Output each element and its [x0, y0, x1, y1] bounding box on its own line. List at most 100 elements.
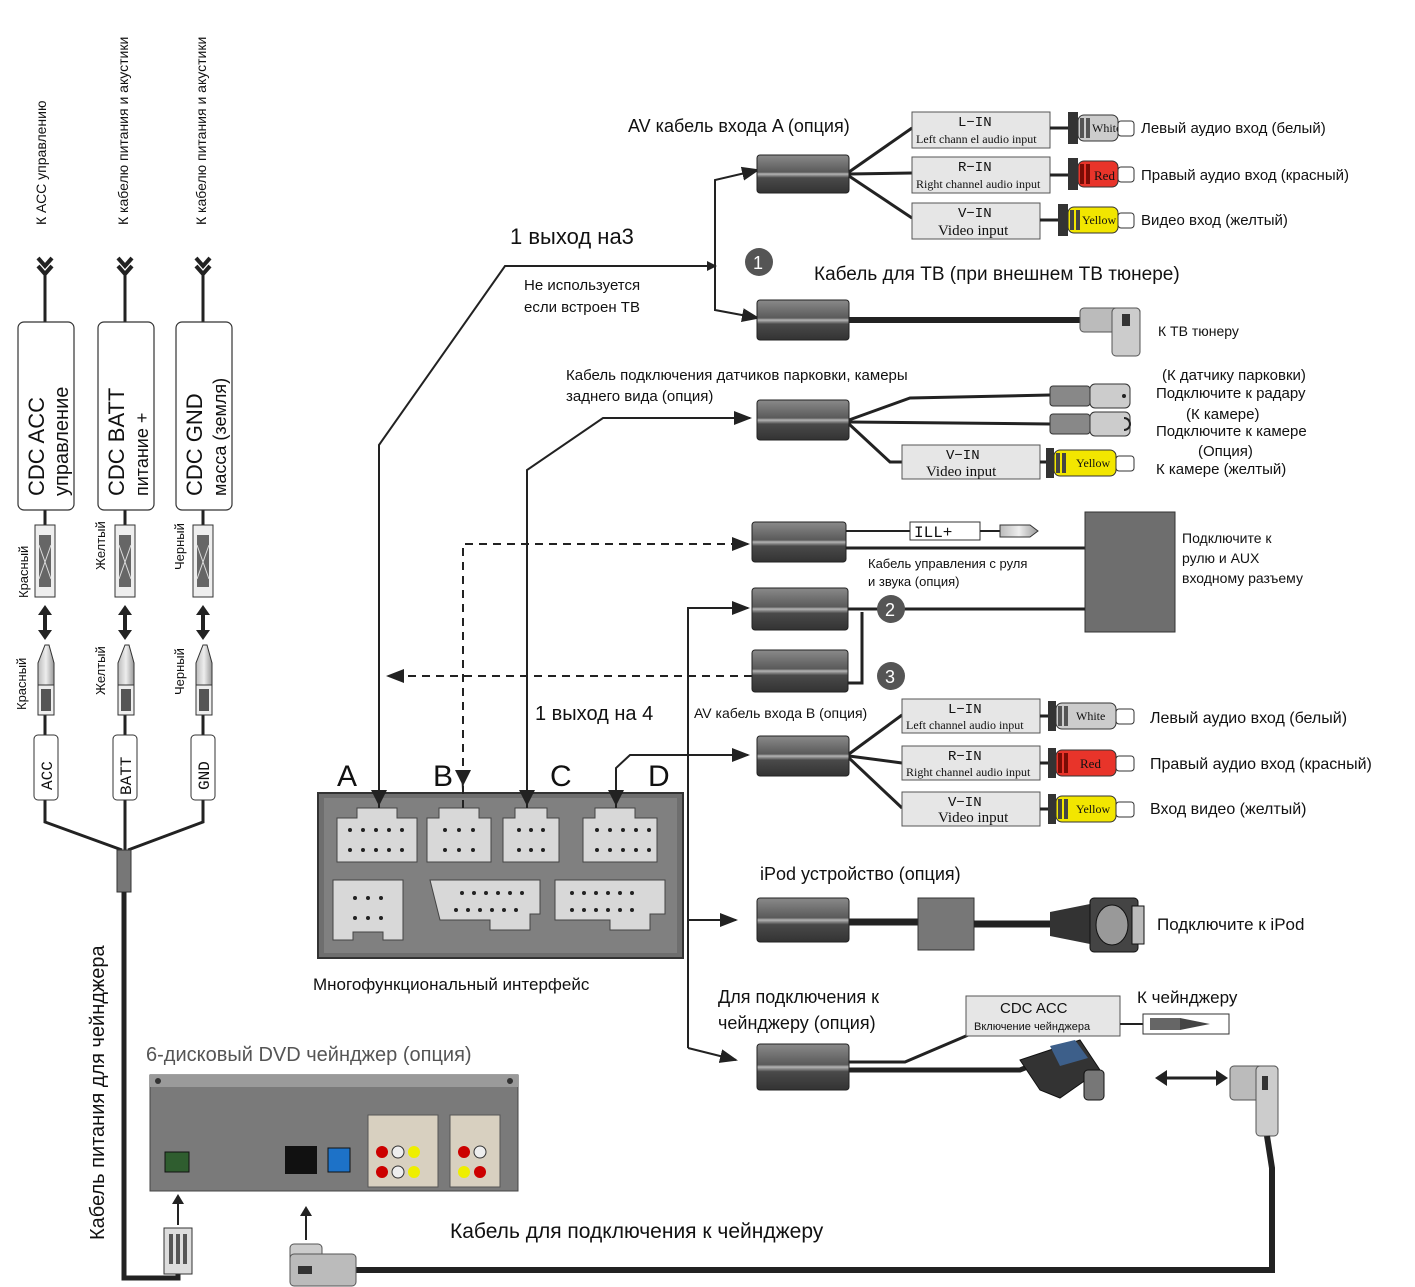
changer-section: Для подключения к чейнджеру (опция) CDC …: [146, 987, 1279, 1287]
svg-text:управление: управление: [51, 387, 73, 496]
gnd-color-lower: Черный: [172, 648, 187, 695]
av-a-desc-v: Видео вход (желтый): [1141, 212, 1288, 229]
svg-text:V−IN: V−IN: [946, 448, 980, 464]
rca-plug-yellow: Yellow: [1048, 794, 1135, 824]
svg-text:рулю и AUX: рулю и AUX: [1182, 550, 1260, 566]
tv-target: К ТВ тюнеру: [1158, 323, 1239, 339]
ilink-port: [285, 1146, 317, 1174]
power-cable-label: Кабель питания для чейнджера: [87, 944, 109, 1240]
arrow-down-icon: [519, 790, 535, 806]
cdc-batt-box: CDC BATT питание +: [97, 321, 155, 511]
port-label-c: C: [550, 760, 572, 793]
svg-text:Yellow: Yellow: [1082, 213, 1116, 227]
bottom-cable-label: Кабель для подключения к чейнджеру: [450, 1220, 824, 1243]
dvd-title: 6-дисковый DVD чейнджер (опция): [146, 1044, 472, 1066]
svg-text:Yellow: Yellow: [1076, 456, 1110, 470]
ipod-cable: iPod устройство (опция) Подключите к iPo…: [756, 864, 1304, 953]
batt-tag: BATT: [112, 734, 138, 801]
socket-e: [332, 879, 404, 941]
split1-note1: Не используется: [524, 277, 640, 294]
svg-text:Left chann el audio input: Left chann el audio input: [916, 132, 1037, 146]
svg-text:Video input: Video input: [938, 223, 1009, 239]
svg-text:White: White: [1076, 709, 1105, 723]
split1-title: 1 выход на3: [510, 224, 634, 249]
svg-text:Кабель управления с руля: Кабель управления с руля: [868, 556, 1027, 571]
svg-text:1: 1: [753, 253, 763, 273]
route-split4: [687, 601, 750, 1048]
svg-text:CDC BATT: CDC BATT: [104, 388, 129, 496]
svg-text:Red: Red: [1080, 756, 1101, 771]
acc-top-label: К АСС управлению: [33, 101, 49, 225]
socket-a: [336, 807, 418, 863]
svg-text:Video input: Video input: [926, 464, 997, 480]
double-arrow-icon: [38, 605, 210, 640]
svg-text:GND: GND: [196, 761, 214, 790]
cdc-acc-box: CDC ACC управление: [17, 321, 75, 511]
blue-port: [327, 1147, 351, 1173]
av-a-connector: [756, 154, 850, 194]
socket-f: [429, 879, 541, 931]
aux-box: [1084, 511, 1176, 633]
parking-vin-box: V−IN Video input: [901, 444, 1041, 480]
cdc-gnd-box: CDC GND масса (земля): [175, 321, 233, 511]
svg-text:входному разъему: входному разъему: [1182, 570, 1303, 586]
arrow-down-icon: [608, 790, 624, 806]
svg-text:CDC ACC: CDC ACC: [24, 397, 49, 496]
svg-text:Red: Red: [1094, 168, 1115, 183]
svg-text:Включение чейнджера: Включение чейнджера: [974, 1021, 1091, 1033]
av-b-row-l: L−IN Left channel audio input: [901, 698, 1041, 734]
cdc-acc-tag: CDC ACC Включение чейнджера: [965, 995, 1121, 1037]
svg-text:White: White: [1092, 121, 1121, 135]
svg-text:Левый аудио вход (белый): Левый аудио вход (белый): [1150, 710, 1347, 727]
svg-text:Правый аудио вход (красный): Правый аудио вход (красный): [1150, 756, 1372, 773]
arrow-down-icon: [455, 770, 471, 786]
svg-text:2: 2: [885, 600, 895, 620]
av-a-row-r: R−IN Right channel audio input: [911, 156, 1051, 194]
multifunction-interface: A B C D: [313, 760, 684, 994]
male-connectors: [37, 644, 213, 716]
svg-text:Подключите к: Подключите к: [1182, 530, 1272, 546]
svg-text:Right channel audio input: Right channel audio input: [906, 765, 1031, 779]
svg-text:L−IN: L−IN: [958, 115, 992, 131]
arrow-up-icon: [300, 1206, 312, 1216]
batt-color-lower: Желтый: [93, 646, 108, 695]
rca-plug-red: Red: [1068, 158, 1135, 190]
av-a-desc-l: Левый аудио вход (белый): [1141, 120, 1326, 137]
svg-text:V−IN: V−IN: [958, 206, 992, 222]
right-angle-plug-icon: [1229, 1065, 1279, 1137]
rca-plug-yellow: Yellow: [1058, 204, 1135, 236]
svg-text:Yellow: Yellow: [1076, 802, 1110, 816]
svg-text:R−IN: R−IN: [948, 749, 982, 765]
power-port: [164, 1151, 190, 1173]
av-a-cable: AV кабель входа A (опция) L−IN Left chan…: [628, 111, 1349, 240]
pin-icon: [999, 524, 1039, 538]
batt-top-label: К кабелю питания и акустики: [115, 37, 131, 225]
ipod-module: [917, 897, 975, 951]
parking-title-2: заднего вида (опция): [566, 388, 713, 405]
port-label-b: B: [433, 760, 453, 793]
svg-text:CDC ACC: CDC ACC: [1000, 1000, 1068, 1017]
av-a-row-l: L−IN Left chann el audio input: [911, 111, 1051, 149]
svg-text:L−IN: L−IN: [948, 702, 982, 718]
svg-text:масса (земля): масса (земля): [210, 378, 230, 496]
tv-plug-icon: [1079, 307, 1141, 357]
gnd-top-label: К кабелю питания и акустики: [193, 37, 209, 225]
cable-junction: [116, 849, 132, 893]
left-power-section: К АСС управлению К кабелю питания и акус…: [14, 37, 233, 1281]
batt-color-upper: Желтый: [93, 521, 108, 570]
changer-connector-icon: [1142, 1013, 1230, 1035]
tv-cable: 1 Кабель для ТВ (при внешнем ТВ тюнере) …: [745, 248, 1239, 357]
svg-text:Подключите к радару: Подключите к радару: [1156, 385, 1306, 402]
interface-caption: Многофункциональный интерфейс: [313, 975, 590, 994]
av-b-row-v: V−IN Video input: [901, 791, 1041, 827]
svg-text:Вход видео (желтый): Вход видео (желтый): [1150, 801, 1306, 818]
svg-text:(К камере): (К камере): [1186, 406, 1259, 423]
svg-text:Для подключения к: Для подключения к: [718, 987, 879, 1007]
svg-text:Left channel audio input: Left channel audio input: [906, 718, 1024, 732]
av-a-row-v: V−IN Video input: [911, 202, 1041, 240]
ipod-target: Подключите к iPod: [1157, 915, 1304, 934]
av-a-title: AV кабель входа A (опция): [628, 116, 850, 136]
svg-text:К камере (желтый): К камере (желтый): [1156, 461, 1286, 478]
